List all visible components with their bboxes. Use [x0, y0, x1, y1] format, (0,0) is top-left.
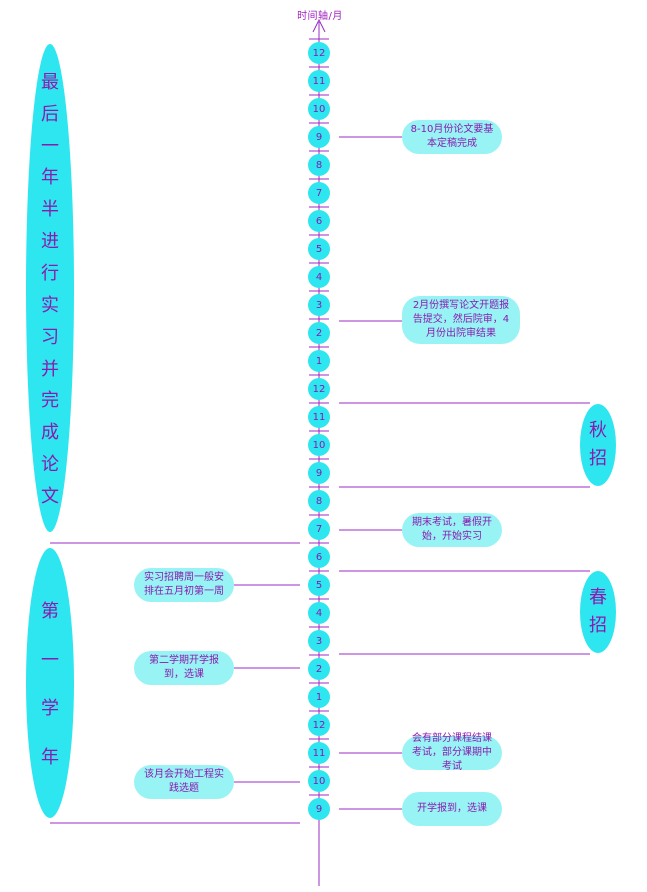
season-autumn-recruit: 秋招 [580, 404, 616, 486]
note-enrollment: 开学报到，选课 [402, 792, 502, 826]
phase-char: 学 [41, 698, 59, 720]
note-summer-internship: 期末考试，暑假开始，开始实习 [402, 513, 502, 547]
month-marker: 5 [308, 238, 330, 260]
note-thesis-proposal: 2月份撰写论文开题报告提交，然后院审，4月份出院审结果 [402, 296, 520, 344]
note-internship-recruit: 实习招聘周一般安排在五月初第一周 [134, 568, 234, 602]
phase-char: 行 [41, 263, 59, 285]
season-char: 秋 [589, 420, 607, 441]
month-marker: 1 [308, 686, 330, 708]
phase-char: 半 [41, 199, 59, 221]
month-marker: 9 [308, 798, 330, 820]
month-marker: 12 [308, 42, 330, 64]
month-marker: 5 [308, 574, 330, 596]
month-marker: 11 [308, 742, 330, 764]
month-marker: 1 [308, 350, 330, 372]
month-marker: 8 [308, 154, 330, 176]
phase-char: 年 [41, 747, 59, 769]
axis-title: 时间轴/月 [297, 11, 343, 22]
month-marker: 10 [308, 98, 330, 120]
season-char: 招 [589, 615, 607, 636]
note-second-semester: 第二学期开学报到，选课 [134, 651, 234, 685]
phase-char: 进 [41, 231, 59, 253]
month-marker: 9 [308, 126, 330, 148]
month-marker: 10 [308, 434, 330, 456]
phase-char: 一 [41, 135, 59, 157]
note-midterm: 会有部分课程结课考试，部分课期中考试 [402, 733, 502, 772]
month-marker: 2 [308, 322, 330, 344]
month-marker: 6 [308, 210, 330, 232]
time-axis-arrow [312, 18, 326, 33]
phase-char: 完 [41, 390, 59, 412]
phase-char: 第 [41, 600, 59, 622]
phase-final-period: 最后一年半进行实习并完成论文 [26, 44, 74, 532]
phase-char: 一 [41, 649, 59, 671]
month-marker: 4 [308, 266, 330, 288]
note-thesis-final: 8-10月份论文要基本定稿完成 [402, 120, 502, 154]
month-marker: 7 [308, 518, 330, 540]
season-char: 招 [589, 448, 607, 469]
month-marker: 12 [308, 714, 330, 736]
month-marker: 12 [308, 378, 330, 400]
month-marker: 6 [308, 546, 330, 568]
phase-first-year: 第一学年 [26, 548, 74, 818]
month-marker: 9 [308, 462, 330, 484]
phase-char: 后 [41, 103, 59, 125]
month-marker: 4 [308, 602, 330, 624]
phase-char: 年 [41, 167, 59, 189]
season-char: 春 [589, 587, 607, 608]
phase-char: 最 [41, 71, 59, 93]
month-marker: 3 [308, 630, 330, 652]
season-spring-recruit: 春招 [580, 571, 616, 653]
phase-char: 论 [41, 454, 59, 476]
month-marker: 11 [308, 70, 330, 92]
note-project-topic: 该月会开始工程实践选题 [134, 765, 234, 799]
phase-char: 习 [41, 326, 59, 348]
month-marker: 2 [308, 658, 330, 680]
phase-char: 实 [41, 294, 59, 316]
phase-char: 文 [41, 486, 59, 508]
month-marker: 10 [308, 770, 330, 792]
month-marker: 7 [308, 182, 330, 204]
month-marker: 3 [308, 294, 330, 316]
month-marker: 11 [308, 406, 330, 428]
phase-char: 成 [41, 422, 59, 444]
month-marker: 8 [308, 490, 330, 512]
phase-char: 并 [41, 358, 59, 380]
